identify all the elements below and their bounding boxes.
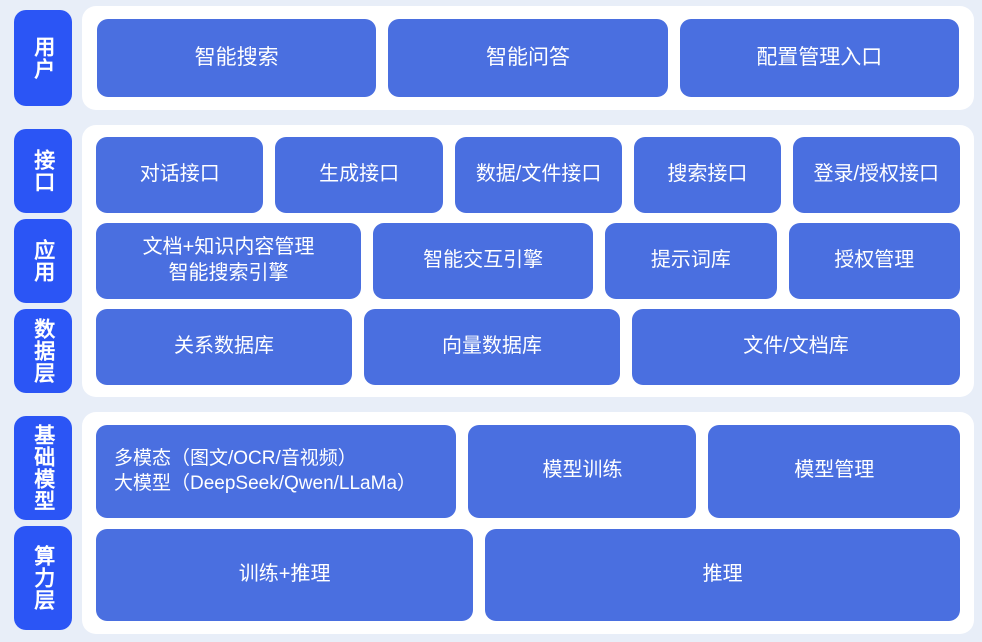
layer-tag-compute-power[interactable]: 算力层 [14,526,72,630]
card-core-layers: 对话接口 生成接口 数据/文件接口 搜索接口 登录/授权接口 文档+知识内容管理… [82,125,974,397]
box-generation-api[interactable]: 生成接口 [275,137,443,213]
tag-column-user: 用户 [0,6,72,110]
box-dialog-api[interactable]: 对话接口 [96,137,264,213]
box-doc-knowledge-management[interactable]: 文档+知识内容管理 智能搜索引擎 [96,223,362,299]
tag-column-core: 接口 应用 数据层 [0,125,72,397]
layer-tag-data[interactable]: 数据层 [14,309,72,393]
layer-tag-user[interactable]: 用户 [14,10,72,106]
band-user-layer: 用户 智能搜索 智能问答 配置管理入口 [0,6,974,110]
box-smart-interaction-engine[interactable]: 智能交互引擎 [373,223,594,299]
box-authorization-management[interactable]: 授权管理 [788,223,960,299]
row-compute-power-layer: 训练+推理 推理 [96,528,960,621]
box-inference[interactable]: 推理 [485,528,960,621]
box-prompt-library[interactable]: 提示词库 [605,223,777,299]
box-model-training[interactable]: 模型训练 [468,425,697,518]
layer-tag-application[interactable]: 应用 [14,219,72,303]
row-foundation-model-layer: 多模态（图文/OCR/音视频） 大模型（DeepSeek/Qwen/LLaMa）… [96,425,960,518]
row-data-layer: 关系数据库 向量数据库 文件/文档库 [96,309,960,385]
box-relational-database[interactable]: 关系数据库 [96,309,352,385]
card-infrastructure-layers: 多模态（图文/OCR/音视频） 大模型（DeepSeek/Qwen/LLaMa）… [82,412,974,634]
tag-column-infra: 基础模型 算力层 [0,412,72,634]
box-file-document-store[interactable]: 文件/文档库 [632,309,960,385]
box-config-management-entry[interactable]: 配置管理入口 [679,19,959,97]
row-application-layer: 文档+知识内容管理 智能搜索引擎 智能交互引擎 提示词库 授权管理 [96,223,960,299]
box-multimodal-large-model[interactable]: 多模态（图文/OCR/音视频） 大模型（DeepSeek/Qwen/LLaMa） [96,425,457,518]
box-login-auth-api[interactable]: 登录/授权接口 [792,137,960,213]
band-core-layers: 接口 应用 数据层 对话接口 生成接口 数据/文件接口 搜索接口 登录/授权接口… [0,125,974,397]
box-smart-qa[interactable]: 智能问答 [388,19,668,97]
row-interface-layer: 对话接口 生成接口 数据/文件接口 搜索接口 登录/授权接口 [96,137,960,213]
box-search-api[interactable]: 搜索接口 [634,137,781,213]
box-model-management[interactable]: 模型管理 [708,425,960,518]
layer-tag-foundation-model[interactable]: 基础模型 [14,416,72,520]
box-vector-database[interactable]: 向量数据库 [364,309,620,385]
band-infrastructure-layers: 基础模型 算力层 多模态（图文/OCR/音视频） 大模型（DeepSeek/Qw… [0,412,974,634]
box-training-and-inference[interactable]: 训练+推理 [96,528,474,621]
box-smart-search[interactable]: 智能搜索 [97,19,377,97]
layer-tag-interface[interactable]: 接口 [14,129,72,213]
row-user-entries: 智能搜索 智能问答 配置管理入口 [97,19,959,97]
box-data-file-api[interactable]: 数据/文件接口 [454,137,623,213]
card-user-layer: 智能搜索 智能问答 配置管理入口 [82,6,974,110]
